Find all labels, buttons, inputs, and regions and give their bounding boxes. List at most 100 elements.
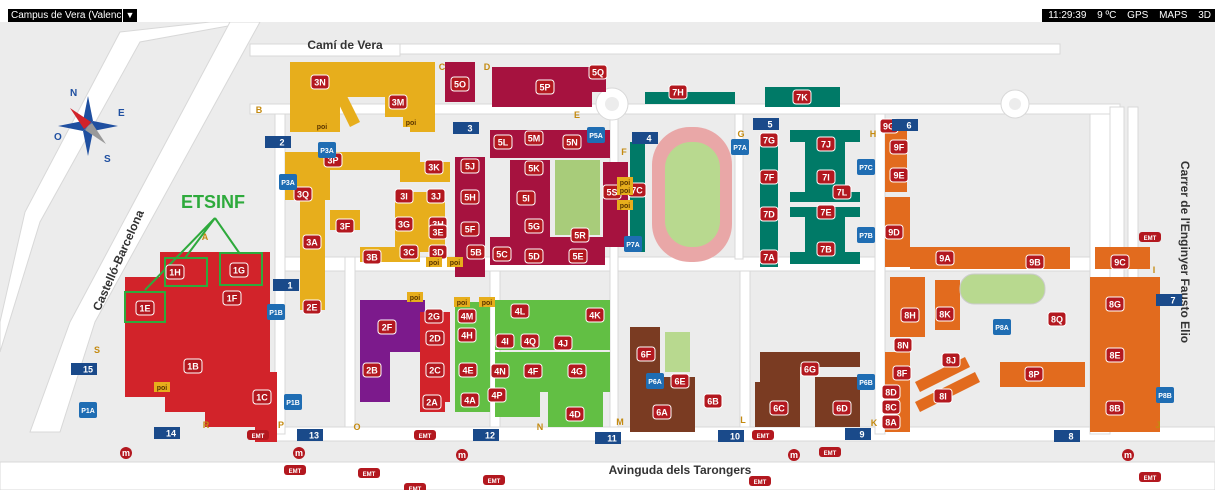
parking-p6b[interactable]: P6B: [857, 374, 875, 390]
building-6f[interactable]: 6F: [636, 346, 656, 362]
parking-p7c[interactable]: P7C: [857, 159, 875, 175]
poi-marker[interactable]: poi: [617, 200, 633, 210]
building-9d[interactable]: 9D: [884, 224, 904, 240]
building-6c[interactable]: 6C: [769, 400, 789, 416]
parking-p8a[interactable]: P8A: [993, 319, 1011, 335]
emt-bus-stop[interactable]: EMT: [819, 447, 841, 457]
building-5k[interactable]: 5K: [524, 160, 544, 176]
building-7g[interactable]: 7G: [759, 132, 779, 148]
building-9e[interactable]: 9E: [889, 167, 909, 183]
building-8p[interactable]: 8P: [1024, 366, 1044, 382]
building-8f[interactable]: 8F: [892, 365, 912, 381]
gate-2[interactable]: 2: [265, 136, 291, 148]
parking-p3a[interactable]: P3A: [318, 142, 336, 158]
building-5o[interactable]: 5O: [450, 76, 470, 92]
poi-marker[interactable]: poi: [447, 257, 463, 267]
emt-bus-stop[interactable]: EMT: [1139, 232, 1161, 242]
building-2c[interactable]: 2C: [425, 362, 445, 378]
building-7f[interactable]: 7F: [759, 169, 779, 185]
gate-15[interactable]: 15: [71, 363, 97, 375]
parking-p1b[interactable]: P1B: [284, 394, 302, 410]
emt-bus-stop[interactable]: EMT: [414, 430, 436, 440]
building-8g[interactable]: 8G: [1105, 296, 1125, 312]
building-9a[interactable]: 9A: [935, 250, 955, 266]
emt-bus-stop[interactable]: EMT: [404, 483, 426, 490]
building-1g[interactable]: 1G: [229, 262, 249, 278]
gate-3[interactable]: 3: [453, 122, 479, 134]
building-4j[interactable]: 4J: [553, 335, 573, 351]
building-1f[interactable]: 1F: [222, 290, 242, 306]
parking-p1b[interactable]: P1B: [267, 304, 285, 320]
poi-marker[interactable]: poi: [479, 297, 495, 307]
building-8k[interactable]: 8K: [935, 306, 955, 322]
building-5d[interactable]: 5D: [524, 248, 544, 264]
building-9f[interactable]: 9F: [889, 139, 909, 155]
building-3m[interactable]: 3M: [388, 94, 408, 110]
building-3i[interactable]: 3I: [394, 188, 414, 204]
building-7d[interactable]: 7D: [759, 206, 779, 222]
building-6e[interactable]: 6E: [670, 373, 690, 389]
building-4d[interactable]: 4D: [565, 406, 585, 422]
building-5r[interactable]: 5R: [570, 227, 590, 243]
emt-bus-stop[interactable]: EMT: [358, 468, 380, 478]
gate-9[interactable]: 9: [845, 428, 871, 440]
building-4a[interactable]: 4A: [460, 392, 480, 408]
building-8d[interactable]: 8D: [881, 384, 901, 400]
building-3n[interactable]: 3N: [310, 74, 330, 90]
building-1h[interactable]: 1H: [165, 264, 185, 280]
gate-10[interactable]: 10: [718, 430, 744, 442]
parking-p7a[interactable]: P7A: [624, 236, 642, 252]
building-8a[interactable]: 8A: [881, 414, 901, 430]
poi-marker[interactable]: poi: [407, 292, 423, 302]
building-3g[interactable]: 3G: [394, 216, 414, 232]
emt-bus-stop[interactable]: EMT: [749, 476, 771, 486]
building-6d[interactable]: 6D: [832, 400, 852, 416]
building-7b[interactable]: 7B: [816, 241, 836, 257]
building-5p[interactable]: 5P: [535, 79, 555, 95]
building-3q[interactable]: 3Q: [293, 186, 313, 202]
building-5g[interactable]: 5G: [524, 218, 544, 234]
emt-bus-stop[interactable]: EMT: [284, 465, 306, 475]
building-6a[interactable]: 6A: [652, 404, 672, 420]
gate-1[interactable]: 1: [273, 279, 299, 291]
campus-map[interactable]: Camí de Vera Avinguda dels Tarongers Cas…: [0, 22, 1215, 490]
building-4h[interactable]: 4H: [457, 327, 477, 343]
building-7a[interactable]: 7A: [759, 249, 779, 265]
building-1c[interactable]: 1C: [252, 389, 272, 405]
view-3d-button[interactable]: 3D: [1198, 10, 1211, 21]
parking-p1a[interactable]: P1A: [79, 402, 97, 418]
building-1e[interactable]: 1E: [135, 300, 155, 316]
building-4g[interactable]: 4G: [567, 363, 587, 379]
gate-4[interactable]: 4: [632, 132, 658, 144]
gate-12[interactable]: 12: [473, 429, 499, 441]
gate-11[interactable]: 11: [595, 432, 621, 444]
building-5q[interactable]: 5Q: [588, 64, 608, 80]
building-7l[interactable]: 7L: [832, 184, 852, 200]
gate-8[interactable]: 8: [1054, 430, 1080, 442]
building-4q[interactable]: 4Q: [520, 333, 540, 349]
building-7j[interactable]: 7J: [816, 136, 836, 152]
building-4l[interactable]: 4L: [510, 303, 530, 319]
building-8j[interactable]: 8J: [941, 352, 961, 368]
building-2d[interactable]: 2D: [425, 330, 445, 346]
emt-bus-stop[interactable]: EMT: [483, 475, 505, 485]
campus-dropdown-button[interactable]: ▼: [122, 9, 137, 22]
metro-stop[interactable]: m: [1122, 449, 1134, 461]
building-6b[interactable]: 6B: [703, 393, 723, 409]
building-7i[interactable]: 7I: [816, 169, 836, 185]
gate-13[interactable]: 13: [297, 429, 323, 441]
building-8e[interactable]: 8E: [1105, 347, 1125, 363]
building-5h[interactable]: 5H: [460, 189, 480, 205]
poi-marker[interactable]: poi: [403, 117, 419, 127]
building-2b[interactable]: 2B: [362, 362, 382, 378]
parking-p3a[interactable]: P3A: [279, 174, 297, 190]
building-2g[interactable]: 2G: [424, 308, 444, 324]
building-5b[interactable]: 5B: [466, 244, 486, 260]
building-8i[interactable]: 8I: [933, 388, 953, 404]
building-3k[interactable]: 3K: [424, 159, 444, 175]
building-4p[interactable]: 4P: [487, 387, 507, 403]
parking-p5a[interactable]: P5A: [587, 127, 605, 143]
